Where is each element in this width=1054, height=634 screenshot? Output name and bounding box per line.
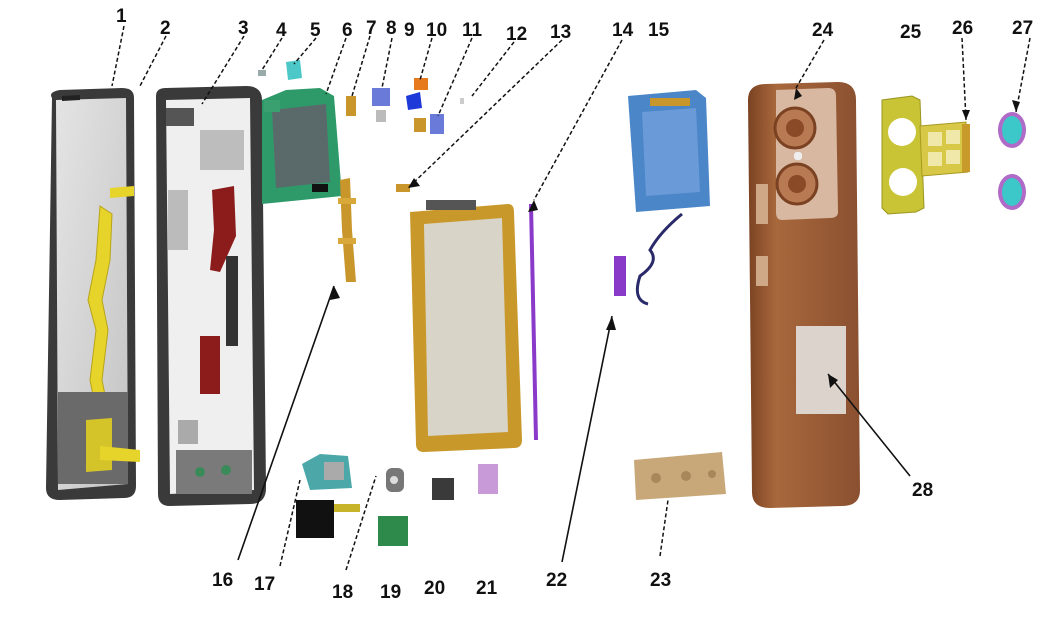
part-27-lens-covers (998, 112, 1026, 210)
label-15: 15 (648, 20, 670, 41)
part-20 (432, 478, 454, 500)
part-23-speaker (634, 452, 726, 500)
part-battery (410, 200, 522, 452)
label-10: 10 (426, 20, 447, 41)
part-12 (460, 98, 464, 104)
part-7 (346, 96, 356, 116)
callout-labels: 1 2 3 4 5 6 7 8 9 10 11 12 13 14 15 16 1… (116, 6, 1033, 603)
label-1: 1 (116, 6, 127, 27)
label-16: 16 (212, 570, 233, 591)
part-8 (372, 88, 390, 122)
label-6: 6 (342, 20, 353, 41)
part-10 (406, 78, 428, 110)
label-18: 18 (332, 582, 353, 603)
part-13 (396, 184, 410, 192)
label-21: 21 (476, 578, 498, 599)
label-28: 28 (912, 480, 933, 501)
part-21 (478, 464, 498, 494)
part-25-camera-ring (881, 95, 925, 215)
label-27: 27 (1012, 18, 1033, 39)
part-mid-frame (156, 86, 266, 506)
label-22: 22 (546, 570, 567, 591)
label-3: 3 (238, 18, 249, 39)
label-25: 25 (900, 22, 922, 43)
label-23: 23 (650, 570, 671, 591)
part-24-back-cover (748, 82, 860, 508)
label-7: 7 (366, 18, 377, 39)
part-15-main-board (628, 90, 710, 212)
label-2: 2 (160, 18, 171, 39)
leader-arrowheads (330, 88, 1020, 388)
label-26: 26 (952, 18, 973, 39)
part-14-purple-strip (529, 204, 538, 440)
label-17: 17 (254, 574, 275, 595)
part-26-sim-tray (919, 121, 970, 177)
part-5-cyan-bracket (286, 60, 302, 80)
label-20: 20 (424, 578, 445, 599)
part-6-green-board (262, 88, 342, 204)
part-4-small-clip (258, 70, 266, 76)
label-9: 9 (404, 20, 415, 41)
label-19: 19 (380, 582, 401, 603)
label-8: 8 (386, 18, 397, 39)
label-4: 4 (276, 20, 287, 41)
part-22-coax-cable (614, 212, 683, 306)
label-14: 14 (612, 20, 634, 41)
part-display-assembly (46, 88, 140, 500)
label-11: 11 (462, 20, 483, 41)
part-11 (414, 114, 444, 134)
label-12: 12 (506, 24, 527, 45)
part-18 (386, 468, 404, 492)
leader-lines (111, 25, 1031, 571)
label-13: 13 (550, 22, 571, 43)
part-17 (296, 454, 360, 538)
part-16-side-flex (338, 178, 356, 282)
label-24: 24 (812, 20, 834, 41)
label-5: 5 (310, 20, 321, 41)
part-19 (378, 516, 408, 546)
